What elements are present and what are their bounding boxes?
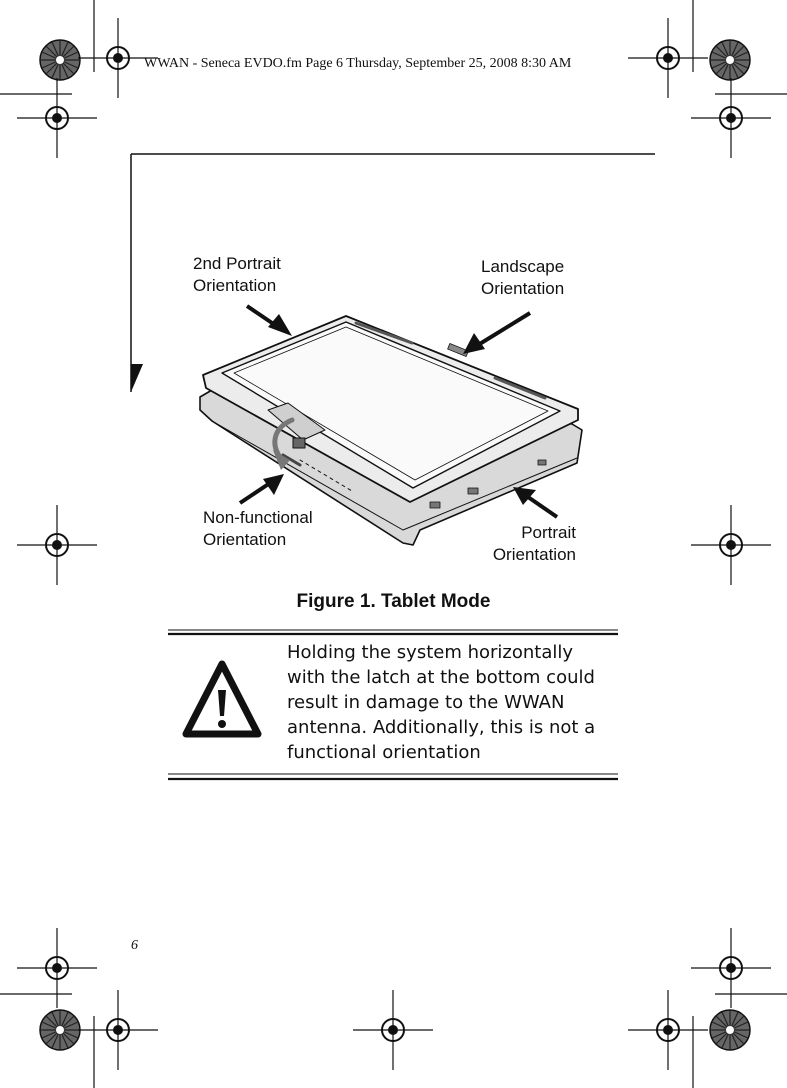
callout-landscape-orientation: Landscape Orientation [481, 256, 564, 300]
registration-mark [16, 504, 98, 586]
page-frame [130, 153, 655, 392]
starburst-mark-bottom-left [39, 1009, 81, 1051]
callout-line: 2nd Portrait [193, 254, 281, 273]
callout-line: Orientation [481, 279, 565, 298]
registration-mark [690, 504, 772, 586]
caution-rules [168, 629, 618, 781]
page-number: 6 [131, 938, 138, 953]
callout-line: Landscape [481, 257, 565, 276]
registration-mark [16, 927, 98, 1009]
starburst-mark-top-left [39, 39, 81, 81]
starburst-mark-bottom-right [709, 1009, 751, 1051]
callout-line: Orientation [492, 545, 576, 564]
callout-line: Orientation [193, 276, 277, 295]
registration-mark [690, 927, 772, 1009]
running-head: WWAN - Seneca EVDO.fm Page 6 Thursday, S… [144, 56, 572, 71]
registration-mark [16, 77, 98, 159]
registration-mark [627, 17, 709, 99]
callout-2nd-portrait-orientation: 2nd Portrait Orientation [193, 253, 281, 297]
callout-non-functional-orientation: Non-functional Orientation [203, 507, 313, 551]
registration-mark [77, 989, 159, 1071]
warning-triangle-icon [182, 660, 262, 738]
figure-caption: Figure 1. Tablet Mode [296, 591, 491, 612]
callout-line: Orientation [203, 530, 287, 549]
callout-line: Portrait [521, 523, 576, 542]
registration-mark [690, 77, 772, 159]
callout-portrait-orientation: Portrait Orientation [476, 522, 576, 566]
registration-mark [627, 989, 709, 1071]
tablet-illustration [199, 315, 583, 546]
caution-text: Holding the system horizontally with the… [287, 642, 596, 763]
starburst-mark-top-right [709, 39, 751, 81]
callout-arrows [238, 304, 559, 519]
callout-line: Non-functional [203, 508, 313, 527]
registration-mark [352, 989, 434, 1071]
